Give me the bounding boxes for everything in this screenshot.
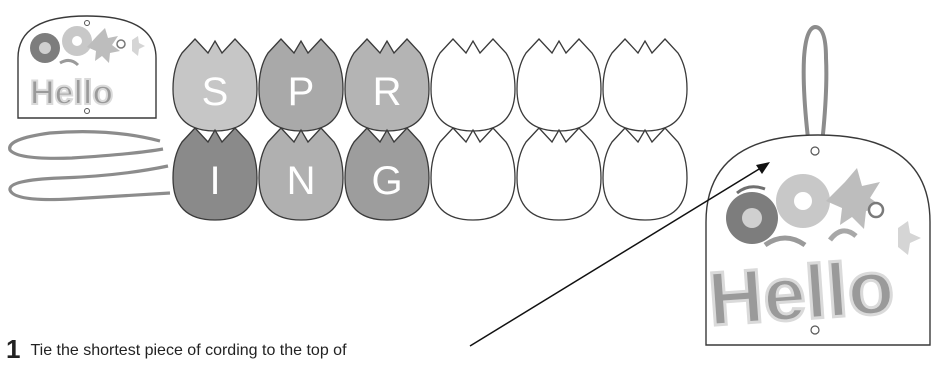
tulip-tile: R bbox=[345, 39, 429, 131]
large-sign-top-hole bbox=[811, 147, 819, 155]
tulip-tile bbox=[517, 128, 601, 220]
step-number: 1 bbox=[6, 334, 20, 364]
tulip-shape bbox=[603, 39, 687, 131]
tulip-letter: R bbox=[373, 70, 402, 114]
step-text: Tie the shortest piece of cording to the… bbox=[30, 342, 346, 359]
tulip-tile: N bbox=[259, 128, 343, 220]
large-sign-word: Hello bbox=[705, 245, 896, 343]
tulip-tile: I bbox=[173, 128, 257, 220]
large-hello-sign: Hello bbox=[705, 27, 930, 345]
tulip-letter: S bbox=[202, 70, 229, 114]
tulip-shape bbox=[431, 128, 515, 220]
tulip-letter: I bbox=[209, 159, 220, 203]
tulip-tile bbox=[517, 39, 601, 131]
tulip-tile bbox=[603, 128, 687, 220]
instruction-step: 1 Tie the shortest piece of cording to th… bbox=[0, 334, 347, 365]
tulip-letter: G bbox=[371, 159, 402, 203]
tulip-shape bbox=[517, 128, 601, 220]
tulip-shape bbox=[603, 128, 687, 220]
tulip-tile bbox=[431, 128, 515, 220]
tulip-shape bbox=[517, 39, 601, 131]
tulip-letter: P bbox=[288, 70, 315, 114]
tulip-tile: P bbox=[259, 39, 343, 131]
tulip-tile bbox=[431, 39, 515, 131]
cord-pieces bbox=[10, 132, 170, 200]
tulip-tile: G bbox=[345, 128, 429, 220]
small-sign-top-hole bbox=[85, 21, 90, 26]
tulip-tile bbox=[603, 39, 687, 131]
tulip-shape bbox=[431, 39, 515, 131]
craft-diagram: Hello S P R I N G Hello bbox=[0, 0, 937, 348]
tulip-grid: S P R I N G bbox=[173, 39, 687, 220]
small-hello-sign: Hello bbox=[18, 16, 156, 118]
large-sign-bottom-hole bbox=[811, 326, 819, 334]
tulip-letter: N bbox=[287, 159, 316, 203]
tulip-tile: S bbox=[173, 39, 257, 131]
small-sign-word: Hello bbox=[30, 74, 113, 112]
